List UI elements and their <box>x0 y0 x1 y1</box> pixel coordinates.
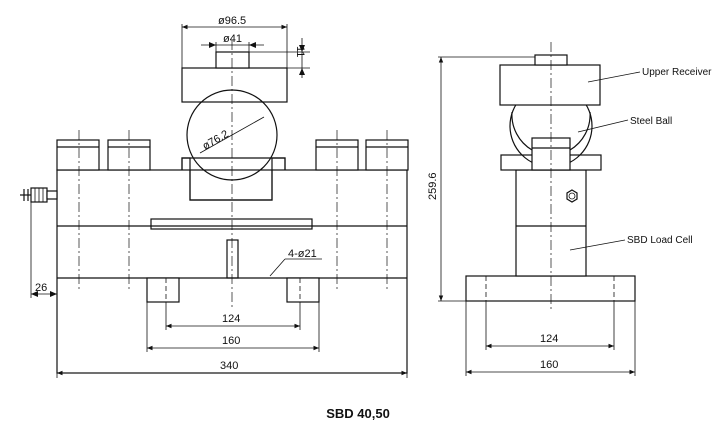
dim-top-width: ø96.5 <box>218 15 246 27</box>
dim-overall-height: 259.6 <box>427 172 439 200</box>
callout-upper-receiver: Upper Receiver <box>642 67 712 78</box>
dim-side-offset: 26 <box>35 282 47 294</box>
dim-holes: 4-ø21 <box>288 248 317 260</box>
callout-steel-ball: Steel Ball <box>630 116 672 127</box>
side-base <box>465 275 636 302</box>
dim-base-width: 160 <box>222 335 240 347</box>
front-bolts <box>56 139 409 171</box>
dim-overall-length: 340 <box>220 360 238 372</box>
dim-hole-spacing: 124 <box>222 313 240 325</box>
side-upper-receiver <box>499 64 601 106</box>
front-slot <box>150 218 313 230</box>
callout-load-cell: SBD Load Cell <box>627 235 693 246</box>
cable-connector <box>20 187 58 203</box>
front-upper-receiver <box>181 67 288 103</box>
dim-ball-diameter: ø76.2 <box>201 128 231 152</box>
side-view: 259.6 124 160 Upper Receiver Steel Ball … <box>427 42 712 376</box>
dim-cap-height: 11 <box>294 46 306 57</box>
front-view: ø76.2 ø96.5 ø41 <box>20 15 409 378</box>
dim-side-base-width: 160 <box>540 359 558 371</box>
drawing-title: SBD 40,50 <box>326 406 390 421</box>
dim-cap-diameter: ø41 <box>223 33 242 45</box>
dim-side-hole-spacing: 124 <box>540 333 558 345</box>
front-cap <box>215 51 250 69</box>
